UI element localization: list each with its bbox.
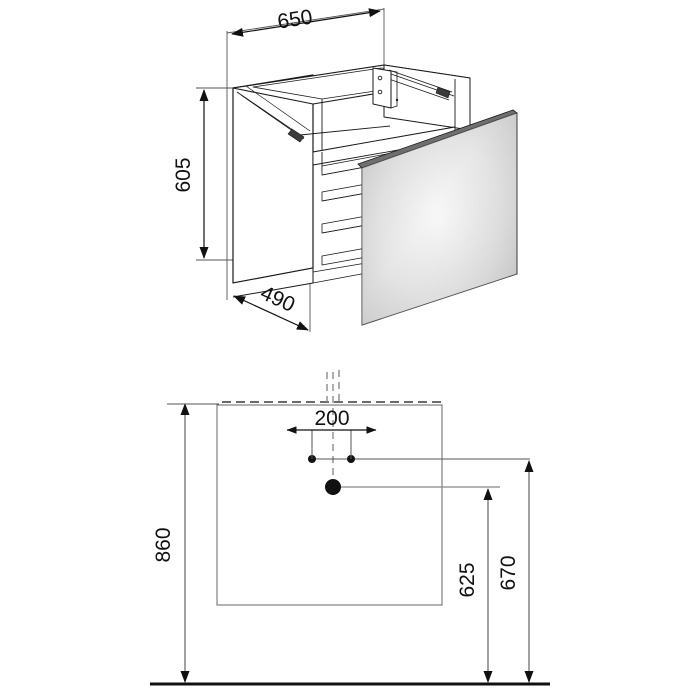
drawer-front-panel-group [357, 109, 518, 326]
drawer-slide-rail-left-c [245, 85, 311, 132]
cabinet-carcass [232, 64, 471, 298]
dimension-490-line [233, 295, 309, 331]
cabinet-front-top-edge [312, 104, 322, 153]
mounting-bracket [372, 67, 392, 109]
dimension-860-label: 860 [152, 527, 175, 562]
cabinet-left-side-panel [232, 74, 314, 284]
elevation-cabinet-outline [216, 404, 443, 606]
cabinet-bottom-edge [232, 267, 314, 298]
dimension-650-line [231, 8, 381, 37]
dimension-605: 605 [172, 89, 209, 259]
bracket-edge [390, 70, 398, 109]
waste-outlet-hole [325, 479, 341, 495]
rail-fitting-right [435, 86, 451, 99]
dimension-860: 860 [152, 403, 219, 683]
dimension-200: 200 [286, 407, 377, 434]
dimension-625-label: 625 [456, 562, 479, 597]
dimension-650: 650 [231, 6, 381, 37]
dimension-625: 625 [456, 488, 493, 683]
elevation-view: 200 860 625 670 [150, 370, 550, 686]
dimension-670-label: 670 [497, 555, 520, 590]
dimension-605-label: 605 [172, 157, 195, 192]
bracket-hole-1 [377, 75, 383, 81]
dimension-670: 670 [497, 460, 534, 683]
bracket-hole-2 [377, 89, 383, 95]
rail-fitting-left [287, 128, 305, 143]
drawer-slide-rail-right-c [385, 77, 450, 101]
drawer-front-panel-sheen [362, 113, 517, 325]
isometric-view: 650 605 490 [172, 6, 518, 332]
dimension-650-label: 650 [276, 6, 314, 34]
dimension-200-label: 200 [314, 407, 349, 430]
